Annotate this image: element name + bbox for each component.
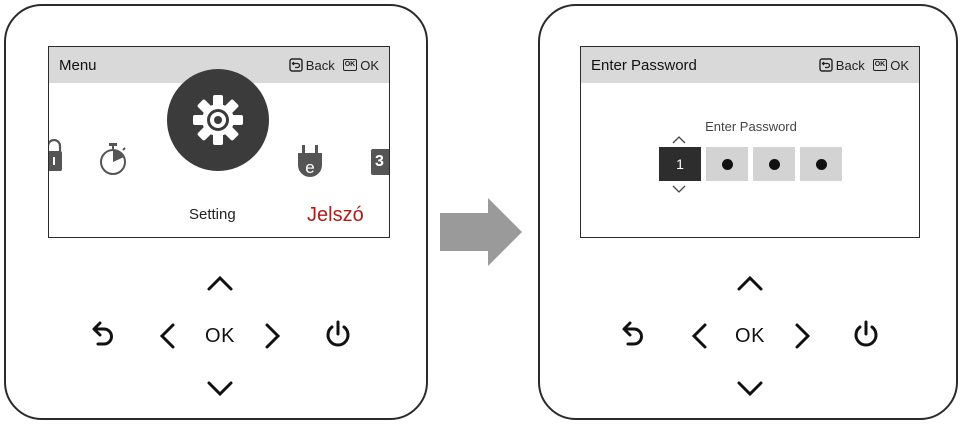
screen-title: Menu	[59, 56, 97, 74]
back-hint: Back	[819, 58, 865, 73]
back-label: Back	[305, 57, 335, 73]
number-3-icon[interactable]: 3	[371, 149, 389, 175]
gear-icon	[193, 95, 243, 145]
back-icon	[289, 58, 303, 72]
password-digit-4[interactable]	[800, 147, 842, 181]
password-prompt: Enter Password	[705, 119, 797, 134]
ok-button-label: OK	[205, 324, 235, 347]
title-bar: Enter Password Back OK OK	[581, 47, 919, 83]
timer-icon[interactable]	[97, 142, 129, 176]
ok-label: OK	[890, 57, 909, 73]
plug-icon[interactable]: e	[297, 145, 323, 179]
lock-icon[interactable]	[48, 139, 63, 173]
password-caption: Jelszó	[307, 204, 364, 226]
decrement-caret-icon[interactable]	[671, 185, 687, 194]
ok-badge-icon: OK	[872, 59, 888, 71]
partial-glyph: 3	[375, 153, 384, 170]
password-digit-3[interactable]	[753, 147, 795, 181]
password-digits: 1	[659, 147, 847, 181]
menu-controller: Menu Back OK OK	[4, 4, 428, 420]
increment-caret-icon[interactable]	[671, 135, 687, 144]
back-icon	[819, 58, 833, 72]
back-label: Back	[835, 57, 865, 73]
ok-button-label: OK	[735, 324, 765, 347]
left-button[interactable]	[158, 322, 176, 350]
masked-dot-icon	[768, 158, 780, 170]
ok-label: OK	[360, 57, 379, 73]
selected-caption: Setting	[189, 206, 236, 223]
ok-hint: OK OK	[342, 57, 379, 73]
plug-letter: e	[305, 158, 314, 177]
password-controller: Enter Password Back OK OK Enter Password…	[538, 4, 958, 420]
up-button[interactable]	[206, 274, 234, 292]
transition-arrow-icon	[440, 198, 522, 266]
masked-dot-icon	[721, 158, 733, 170]
password-digit-1[interactable]: 1	[659, 147, 701, 181]
ok-button[interactable]: OK	[194, 324, 246, 348]
masked-dot-icon	[815, 158, 827, 170]
right-button[interactable]	[794, 322, 812, 350]
power-button[interactable]	[324, 320, 352, 350]
left-button[interactable]	[690, 322, 708, 350]
digit-value: 1	[676, 156, 684, 172]
screen-title: Enter Password	[591, 56, 697, 74]
up-button[interactable]	[736, 274, 764, 292]
right-button[interactable]	[264, 322, 282, 350]
password-digit-2[interactable]	[706, 147, 748, 181]
down-button[interactable]	[736, 380, 764, 398]
menu-screen: Menu Back OK OK	[48, 46, 390, 238]
power-button[interactable]	[852, 320, 880, 350]
ok-badge-icon: OK	[342, 59, 358, 71]
setting-menu-item[interactable]	[167, 69, 269, 171]
password-screen: Enter Password Back OK OK Enter Password…	[580, 46, 920, 238]
down-button[interactable]	[206, 380, 234, 398]
back-hint: Back	[289, 58, 335, 73]
ok-button[interactable]: OK	[724, 324, 776, 348]
back-button[interactable]	[620, 320, 646, 350]
back-button[interactable]	[90, 320, 116, 350]
ok-hint: OK OK	[872, 57, 909, 73]
